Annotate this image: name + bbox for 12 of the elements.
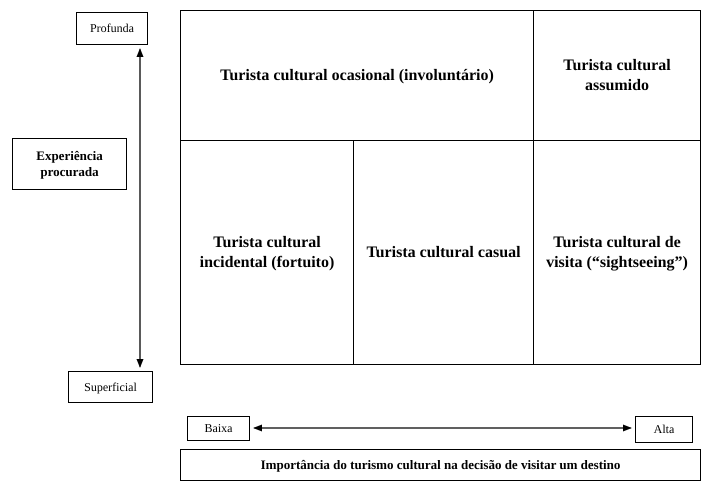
axis-title-box: Importância do turismo cultural na decisão de visitar um destino (180, 449, 701, 481)
axis-label-box: Baixa (187, 416, 250, 441)
table-cell: Turista cultural de visita (“sightseeing”) (533, 140, 701, 365)
axis-title-box: Experiência procurada (12, 138, 127, 190)
double-arrow (136, 48, 144, 368)
table-cell: Turista cultural incidental (fortuito) (180, 140, 354, 365)
axis-label-box: Alta (635, 416, 693, 443)
table-cell: Turista cultural assumido (533, 10, 701, 141)
table-cell: Turista cultural ocasional (involuntário) (180, 10, 534, 141)
double-arrow (253, 424, 632, 432)
axis-label-box: Profunda (76, 12, 148, 45)
axis-label-box: Superficial (68, 371, 153, 403)
